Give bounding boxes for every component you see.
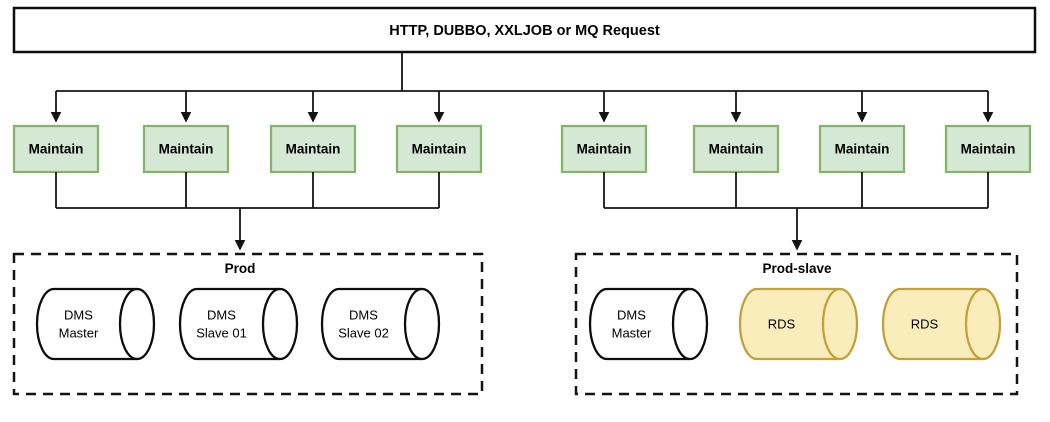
- maintain-node: [560, 124, 648, 174]
- cylinder-end-cap: [964, 287, 984, 361]
- cylinder-body: [35, 287, 156, 361]
- cylinder-end-cap: [118, 287, 138, 361]
- request-box-label: HTTP, DUBBO, XXLJOB or MQ Request: [389, 23, 660, 39]
- cluster-title: Prod-slave: [762, 261, 832, 276]
- maintain-node-label: Maintain: [159, 142, 214, 157]
- cylinder-end-cap: [821, 287, 841, 361]
- maintain-node-label: Maintain: [709, 142, 764, 157]
- cylinder-body: [320, 287, 441, 361]
- cylinder-body: [881, 287, 1002, 361]
- cluster-prod-slave: [574, 252, 1019, 396]
- maintain-node: [395, 124, 483, 174]
- maintain-node: [692, 124, 780, 174]
- maintain-node-label: Maintain: [577, 142, 632, 157]
- cluster-prod: [12, 252, 484, 396]
- cluster-title: Prod: [225, 261, 256, 276]
- maintain-node-label: Maintain: [286, 142, 341, 157]
- cylinder-body: [178, 287, 299, 361]
- cylinder-rds: RDS: [881, 287, 1002, 361]
- maintain-node-label: Maintain: [29, 142, 84, 157]
- cylinder-label: RDS: [911, 317, 939, 332]
- cylinder-rds: RDS: [738, 287, 859, 361]
- maintain-node: [12, 124, 100, 174]
- cylinder-label: RDS: [768, 317, 796, 332]
- maintain-node: [269, 124, 357, 174]
- maintain-node-label: Maintain: [412, 142, 467, 157]
- maintain-node: [944, 124, 1032, 174]
- cylinder-body: [738, 287, 859, 361]
- maintain-node-label: Maintain: [961, 142, 1016, 157]
- request-box: [12, 6, 1037, 54]
- maintain-node-label: Maintain: [835, 142, 890, 157]
- cylinder-end-cap: [403, 287, 423, 361]
- cylinder-end-cap: [261, 287, 281, 361]
- cylinder-end-cap: [671, 287, 691, 361]
- cylinder-body: [588, 287, 709, 361]
